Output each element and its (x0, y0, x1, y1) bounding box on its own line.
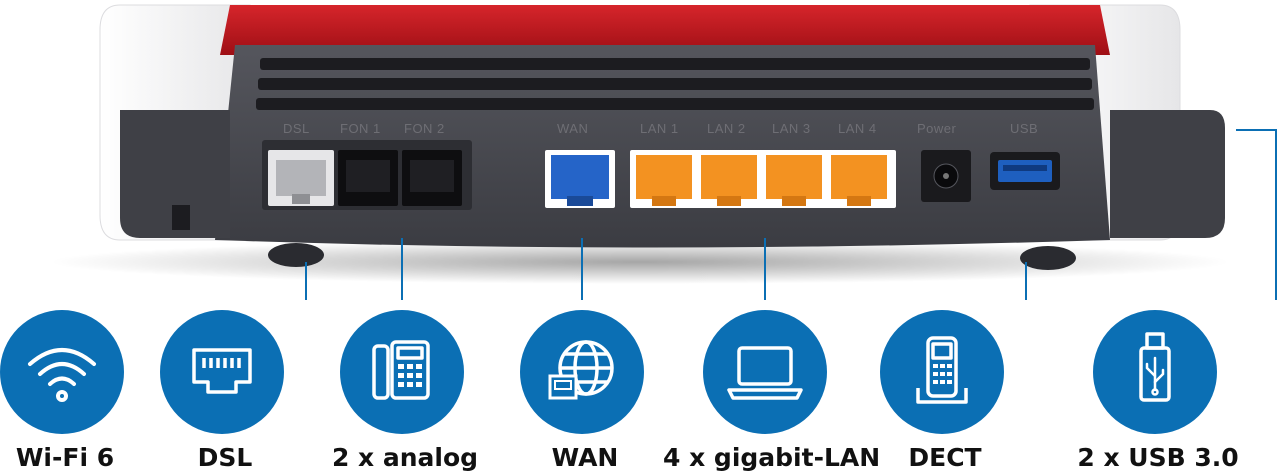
wifi-icon (28, 348, 96, 402)
feature-wan-badge (520, 310, 644, 434)
usb-stick-icon (1139, 332, 1171, 402)
feature-lan: 4 x gigabit-LAN (663, 310, 880, 472)
feature-dsl: DSL (160, 310, 290, 472)
feature-wan: WAN (520, 310, 650, 472)
port-label-fon2: FON 2 (404, 121, 445, 136)
laptop-icon (727, 346, 803, 400)
feature-analog: 2 x analog (332, 310, 478, 472)
feature-dect: DECT (880, 310, 1010, 472)
cordless-phone-icon (916, 336, 968, 404)
feature-label-lan: 4 x gigabit-LAN (663, 443, 881, 472)
router-back-panel (50, 4, 1277, 300)
globe-icon (548, 340, 614, 400)
feature-label-wifi: Wi-Fi 6 (15, 443, 115, 472)
port-label-fon1: FON 1 (340, 121, 381, 136)
port-label-lan4: LAN 4 (838, 121, 877, 136)
port-label-usb: USB (1010, 121, 1039, 136)
feature-dect-badge (880, 310, 1004, 434)
ethernet-port-icon (192, 348, 252, 394)
feature-lan-badge (703, 310, 827, 434)
feature-label-wan: WAN (551, 443, 619, 472)
feature-label-dect: DECT (908, 443, 982, 472)
feature-dsl-badge (160, 310, 284, 434)
desk-phone-icon (372, 340, 430, 400)
feature-label-dsl: DSL (197, 443, 253, 472)
feature-wifi: Wi-Fi 6 (0, 310, 130, 472)
feature-label-analog: 2 x analog (331, 443, 479, 472)
port-label-lan1: LAN 1 (640, 121, 679, 136)
port-label-lan3: LAN 3 (772, 121, 811, 136)
port-label-dsl: DSL (283, 121, 310, 136)
feature-analog-badge (340, 310, 464, 434)
feature-usb-badge (1093, 310, 1217, 434)
feature-usb: 2 x USB 3.0 (1077, 310, 1239, 472)
feature-label-usb: 2 x USB 3.0 (1077, 443, 1239, 472)
feature-wifi-badge (0, 310, 124, 434)
port-label-lan2: LAN 2 (707, 121, 746, 136)
port-label-power: Power (917, 121, 957, 136)
port-label-wan: WAN (557, 121, 589, 136)
